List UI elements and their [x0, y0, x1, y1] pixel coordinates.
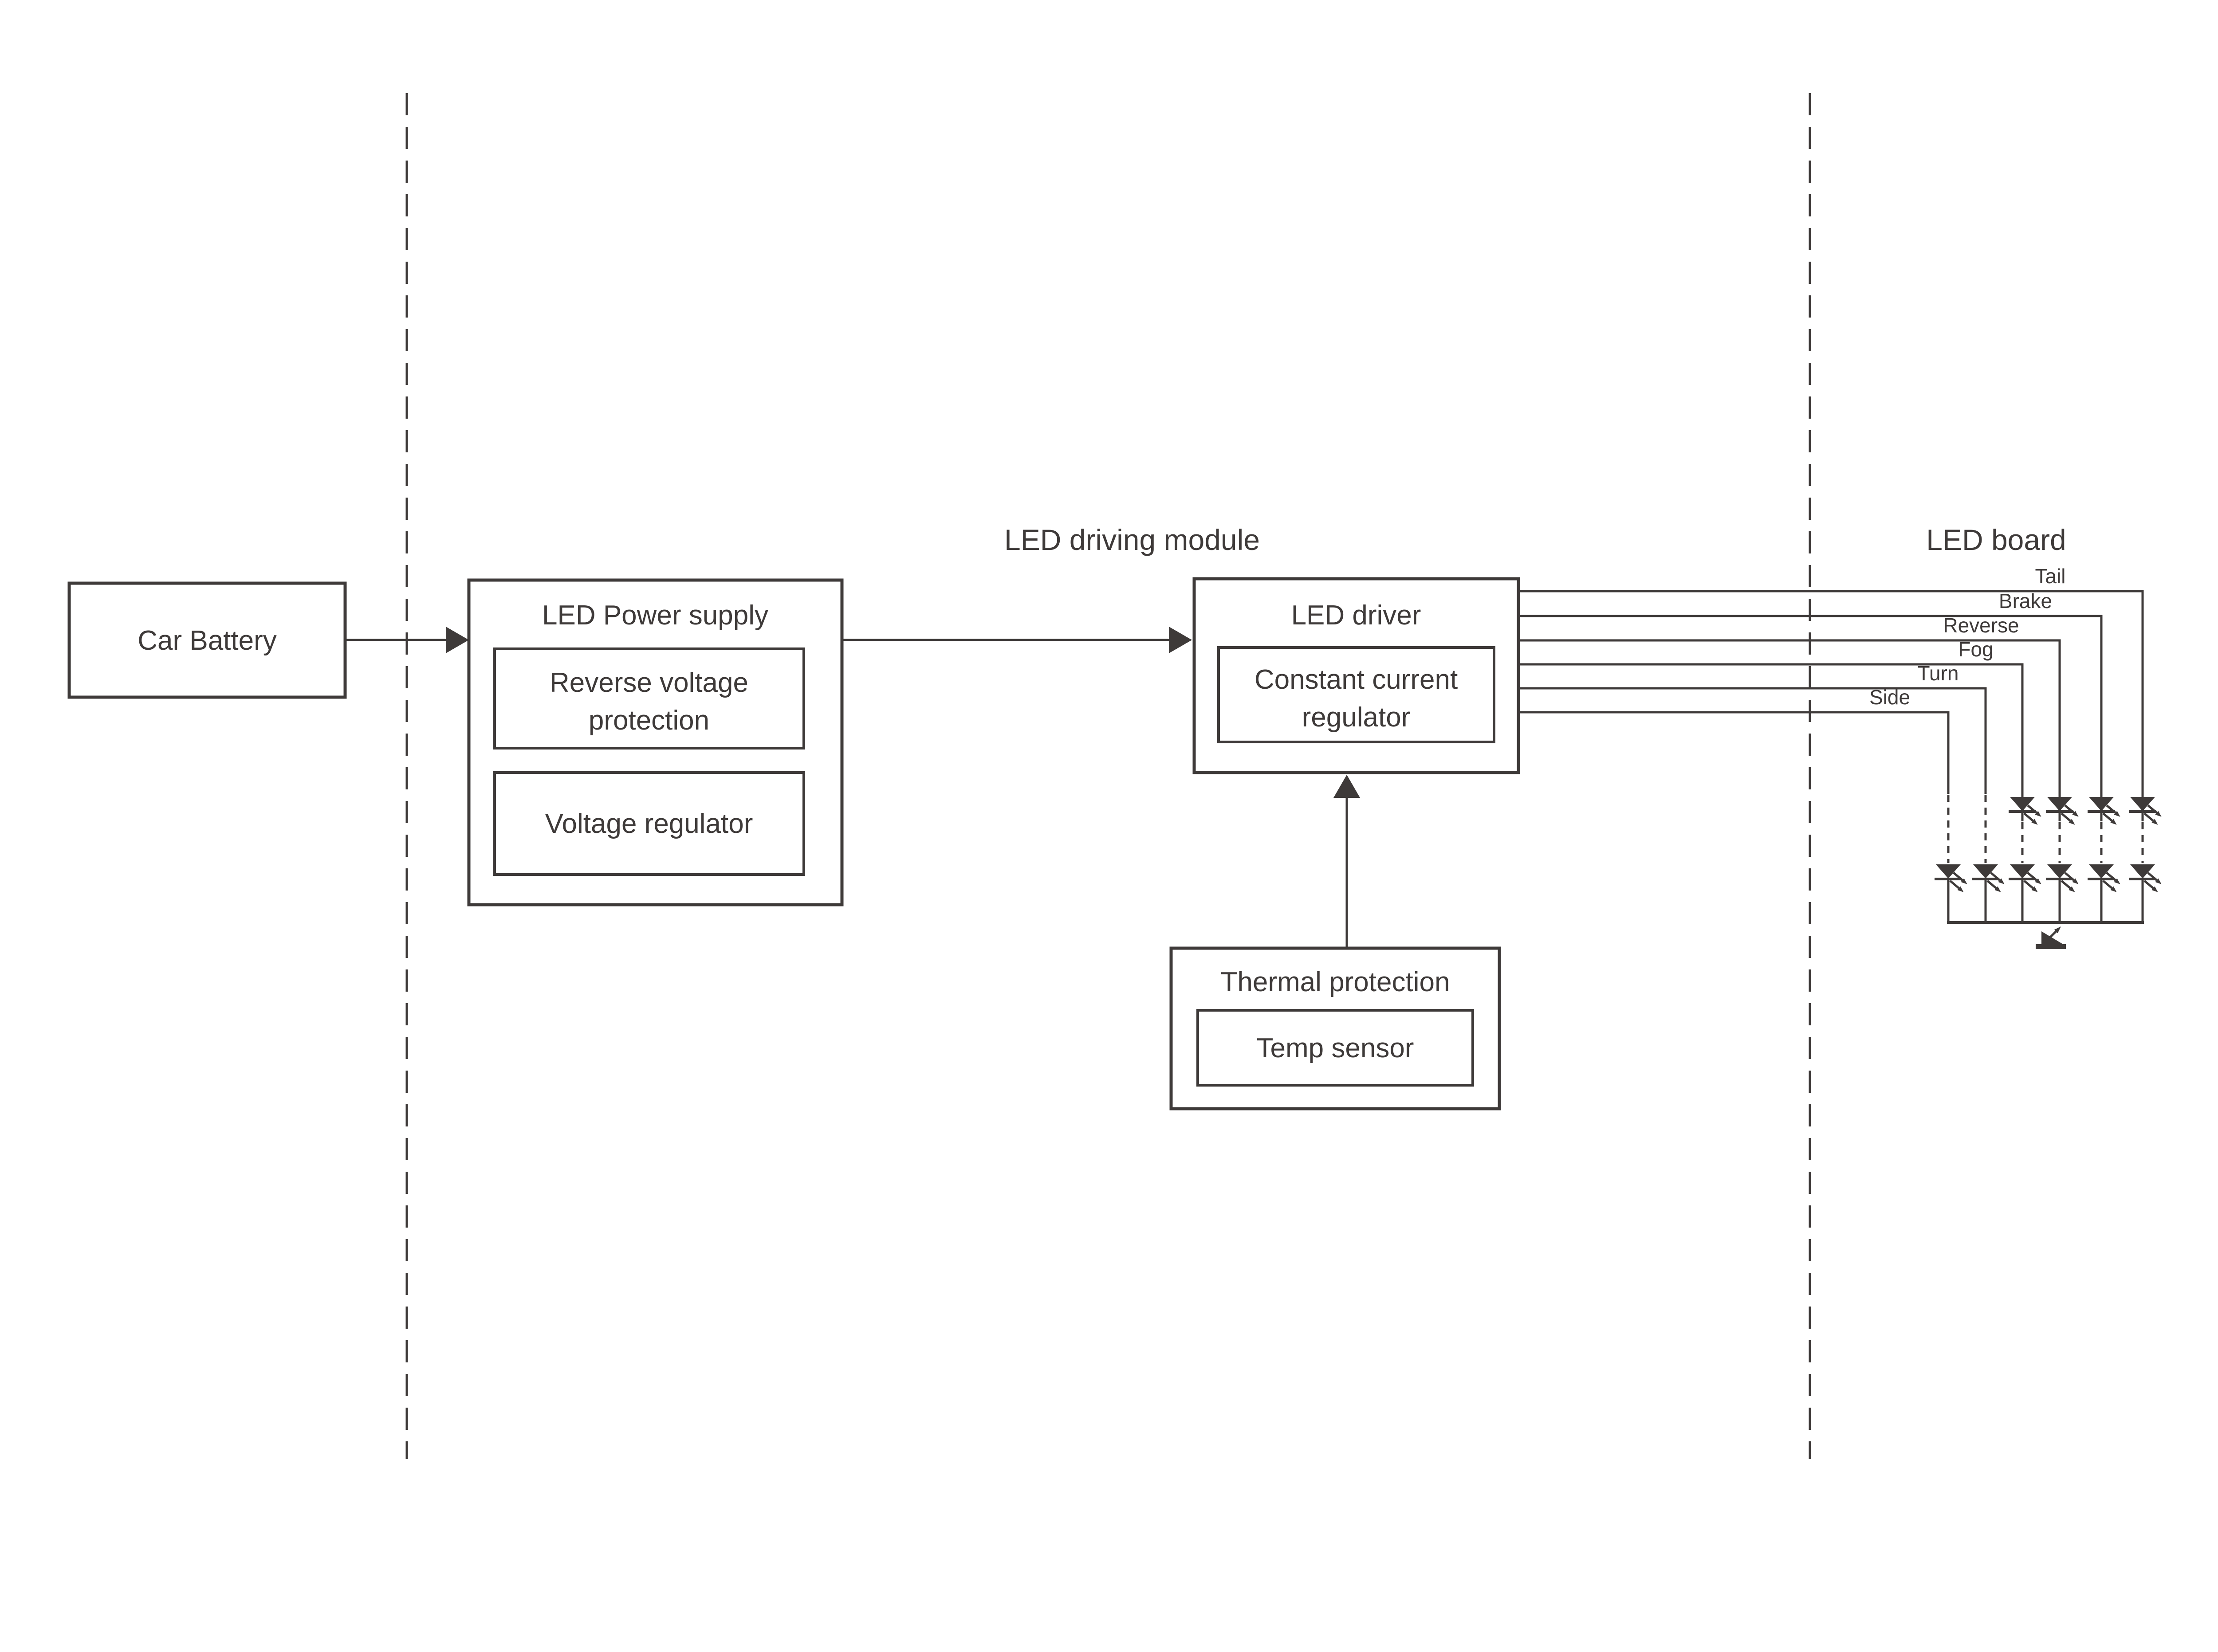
power-supply-title: LED Power supply	[542, 600, 768, 631]
wire-label-turn: Turn	[1918, 662, 1959, 685]
wire-label-side: Side	[1869, 686, 1910, 709]
wire-label-fog: Fog	[1958, 638, 1993, 661]
wedge-base-bar	[2036, 944, 2066, 949]
led-icon-reverse-row2	[2046, 864, 2079, 892]
constant-current-regulator-box	[1217, 646, 1495, 743]
temp-sensor-box	[1196, 1009, 1474, 1087]
led-icon-tail-row2	[2129, 864, 2162, 892]
wire-fog	[1518, 663, 2024, 797]
wedge-arrow-shaft	[2049, 930, 2057, 939]
wire-reverse	[1518, 639, 2061, 797]
led-icon-fog-row1	[2009, 797, 2041, 825]
led-icon-tail-row1	[2129, 797, 2162, 825]
wedge-icon	[2041, 931, 2065, 945]
section-title-driving-module: LED driving module	[1004, 523, 1260, 556]
reverse-voltage-protection-label-line1: Reverse voltage	[550, 667, 748, 698]
wire-label-brake: Brake	[1999, 589, 2052, 612]
wire-tail	[1518, 590, 2144, 797]
wedge-arrowhead-icon	[2054, 926, 2061, 934]
reverse-voltage-protection-label-line2: protection	[589, 705, 709, 736]
thermal-to-driver-arrowhead-icon	[1333, 775, 1360, 798]
led-icon-brake-row1	[2088, 797, 2120, 825]
power-supply-to-driver-arrowhead-icon	[1169, 627, 1192, 653]
section-title-led-board: LED board	[1926, 523, 2066, 556]
wire-brake	[1518, 615, 2103, 797]
wire-turn	[1518, 687, 1987, 794]
wire-side	[1518, 711, 1950, 794]
voltage-regulator-box	[493, 771, 805, 876]
thermal-protection-title: Thermal protection	[1221, 967, 1450, 997]
led-icon-brake-row2	[2088, 864, 2120, 892]
led-icon-turn-row2	[1972, 864, 2005, 892]
led-icon-side-row2	[1935, 864, 1967, 892]
wire-label-tail: Tail	[2035, 565, 2065, 588]
led-icon-reverse-row1	[2046, 797, 2079, 825]
led-icon-fog-row2	[2009, 864, 2041, 892]
wire-label-reverse: Reverse	[1943, 614, 2019, 637]
car-battery-box	[67, 581, 347, 699]
car-battery-label: Car Battery	[138, 625, 277, 656]
temp-sensor-label: Temp sensor	[1257, 1033, 1414, 1063]
led-driver-title: LED driver	[1291, 600, 1421, 631]
battery-to-power-supply-arrowhead-icon	[446, 627, 469, 653]
constant-current-regulator-label-line2: regulator	[1302, 702, 1411, 733]
voltage-regulator-label: Voltage regulator	[545, 808, 753, 839]
reverse-voltage-protection-box	[493, 647, 805, 749]
common-return-symbol	[2036, 926, 2066, 949]
constant-current-regulator-label-line1: Constant current	[1255, 664, 1458, 695]
